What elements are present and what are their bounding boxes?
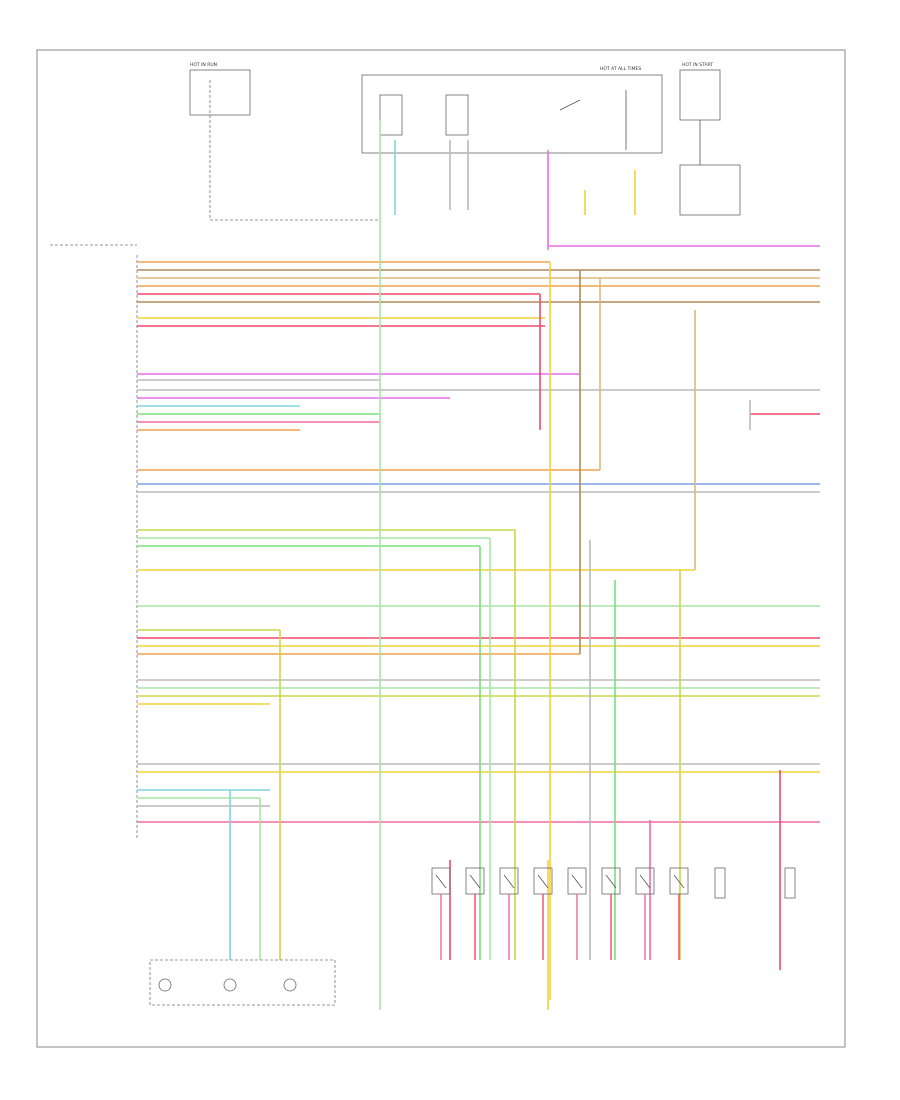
- diagram-frame: [36, 49, 846, 1048]
- fuel-injector: [567, 867, 587, 960]
- fuse-box-left-label: HOT IN RUN: [190, 62, 217, 68]
- fuse-box-left: HOT IN RUN: [189, 62, 380, 221]
- fuse-box-right-label: HOT IN START: [682, 62, 713, 68]
- fuel-injector: [431, 867, 451, 960]
- fuse-box-right: HOT IN START: [679, 62, 741, 216]
- fuel-injector: [499, 867, 519, 960]
- fuel-injector: [635, 867, 655, 960]
- horizontal-wires: [137, 245, 820, 823]
- fuel-injector: [669, 867, 689, 960]
- engine-sensor: [714, 867, 726, 899]
- fuse-box-center-label: HOT AT ALL TIMES: [600, 66, 641, 72]
- fuel-injector: [601, 867, 621, 960]
- fuel-injector: [465, 867, 485, 960]
- fuel-injector: [533, 867, 553, 960]
- injector-row: [431, 867, 796, 960]
- fuse-box-center: HOT AT ALL TIMES: [361, 66, 663, 154]
- engine-sensor: [784, 867, 796, 899]
- vertical-wires: [229, 120, 781, 1010]
- transmission-sensor-box: [149, 959, 336, 1006]
